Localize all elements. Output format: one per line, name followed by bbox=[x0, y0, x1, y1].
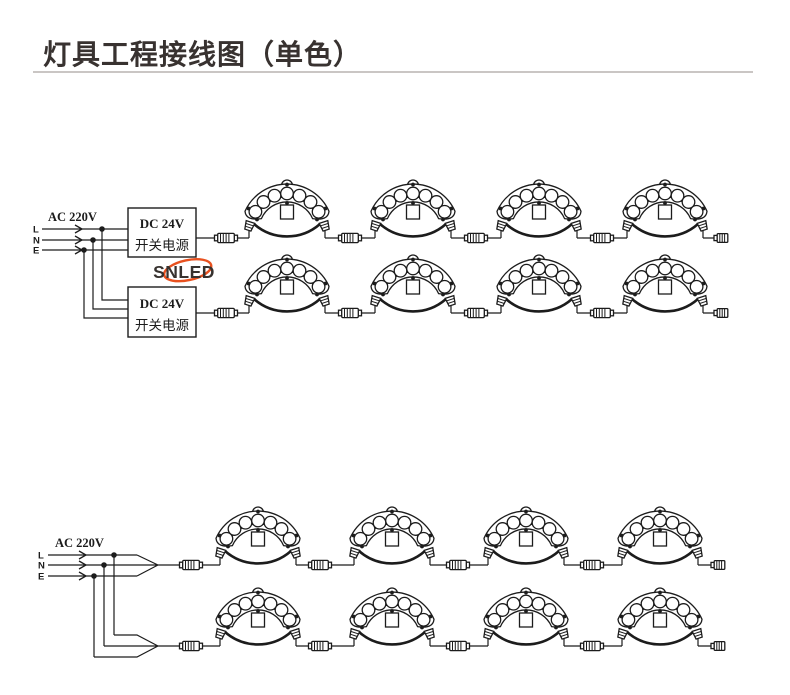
psu-name-label: 开关电源 bbox=[135, 318, 189, 333]
wire-label-n: N bbox=[38, 561, 45, 572]
inline-connector bbox=[307, 559, 333, 571]
wire-label-l: L bbox=[38, 551, 44, 562]
psu-voltage-label: DC 24V bbox=[140, 216, 185, 231]
junction-dot bbox=[91, 573, 97, 579]
inline-connector bbox=[178, 559, 204, 571]
psu-voltage-label: DC 24V bbox=[140, 296, 185, 311]
psu-name-label: 开关电源 bbox=[135, 238, 189, 253]
inline-connector bbox=[589, 307, 615, 319]
wire-label-n: N bbox=[33, 236, 40, 247]
inline-connector bbox=[213, 232, 239, 244]
inline-connector bbox=[579, 640, 605, 652]
inline-connector bbox=[307, 640, 333, 652]
end-cap-connector bbox=[710, 640, 726, 652]
ac-input-label: AC 220V bbox=[55, 536, 104, 550]
psu-box bbox=[127, 207, 197, 258]
end-cap-connector bbox=[713, 232, 729, 244]
logo-text: SNLED bbox=[153, 262, 215, 282]
end-cap-connector bbox=[710, 559, 726, 571]
lamp-fixture bbox=[494, 178, 584, 240]
inline-connector bbox=[579, 559, 605, 571]
inline-connector bbox=[445, 640, 471, 652]
inline-connector bbox=[213, 307, 239, 319]
inline-connector bbox=[463, 307, 489, 319]
flow-arrow-icon bbox=[78, 560, 88, 570]
wire-label-e: E bbox=[38, 572, 44, 583]
bottom-diagram: AC 220V L N E bbox=[38, 505, 726, 658]
junction-dot bbox=[101, 562, 107, 568]
lamp-fixture bbox=[213, 505, 303, 567]
lamp-fixture bbox=[481, 586, 571, 648]
title-divider bbox=[33, 71, 753, 73]
lamp-fixture bbox=[213, 586, 303, 648]
flow-arrow-icon bbox=[74, 224, 84, 234]
top-diagram: AC 220V L N E DC 24V 开关电源 DC 24V 开关电源 SN… bbox=[33, 178, 729, 338]
junction-dot bbox=[90, 237, 96, 243]
junction-dot bbox=[99, 226, 105, 232]
lamp-fixture bbox=[347, 586, 437, 648]
lamp-fixture bbox=[347, 505, 437, 567]
inline-connector bbox=[445, 559, 471, 571]
lamp-fixture bbox=[615, 505, 705, 567]
logo-swoosh-icon bbox=[162, 258, 213, 283]
lamp-fixture bbox=[620, 253, 710, 315]
inline-connector bbox=[337, 307, 363, 319]
wire-label-e: E bbox=[33, 246, 39, 257]
brand-logo: SNLED bbox=[153, 258, 215, 283]
lamp-fixture bbox=[368, 253, 458, 315]
ac-input-label: AC 220V bbox=[48, 210, 97, 224]
wire-label-l: L bbox=[33, 225, 39, 236]
flow-arrow-icon bbox=[74, 235, 84, 245]
lamp-fixture bbox=[494, 253, 584, 315]
lamp-fixture bbox=[368, 178, 458, 240]
lamp-fixture bbox=[242, 253, 332, 315]
psu-box bbox=[127, 286, 197, 338]
junction-dot bbox=[111, 552, 117, 558]
wiring-path bbox=[48, 554, 711, 658]
inline-connector bbox=[178, 640, 204, 652]
inline-connector bbox=[589, 232, 615, 244]
lamp-fixture bbox=[481, 505, 571, 567]
lamp-fixture bbox=[242, 178, 332, 240]
lamp-fixture bbox=[620, 178, 710, 240]
inline-connector bbox=[337, 232, 363, 244]
inline-connector bbox=[463, 232, 489, 244]
end-cap-connector bbox=[713, 307, 729, 319]
flow-arrow-icon bbox=[78, 550, 88, 560]
lamp-fixture bbox=[615, 586, 705, 648]
junction-dot bbox=[81, 247, 87, 253]
flow-arrow-icon bbox=[78, 571, 88, 581]
page-title: 灯具工程接线图（单色） bbox=[43, 39, 363, 70]
